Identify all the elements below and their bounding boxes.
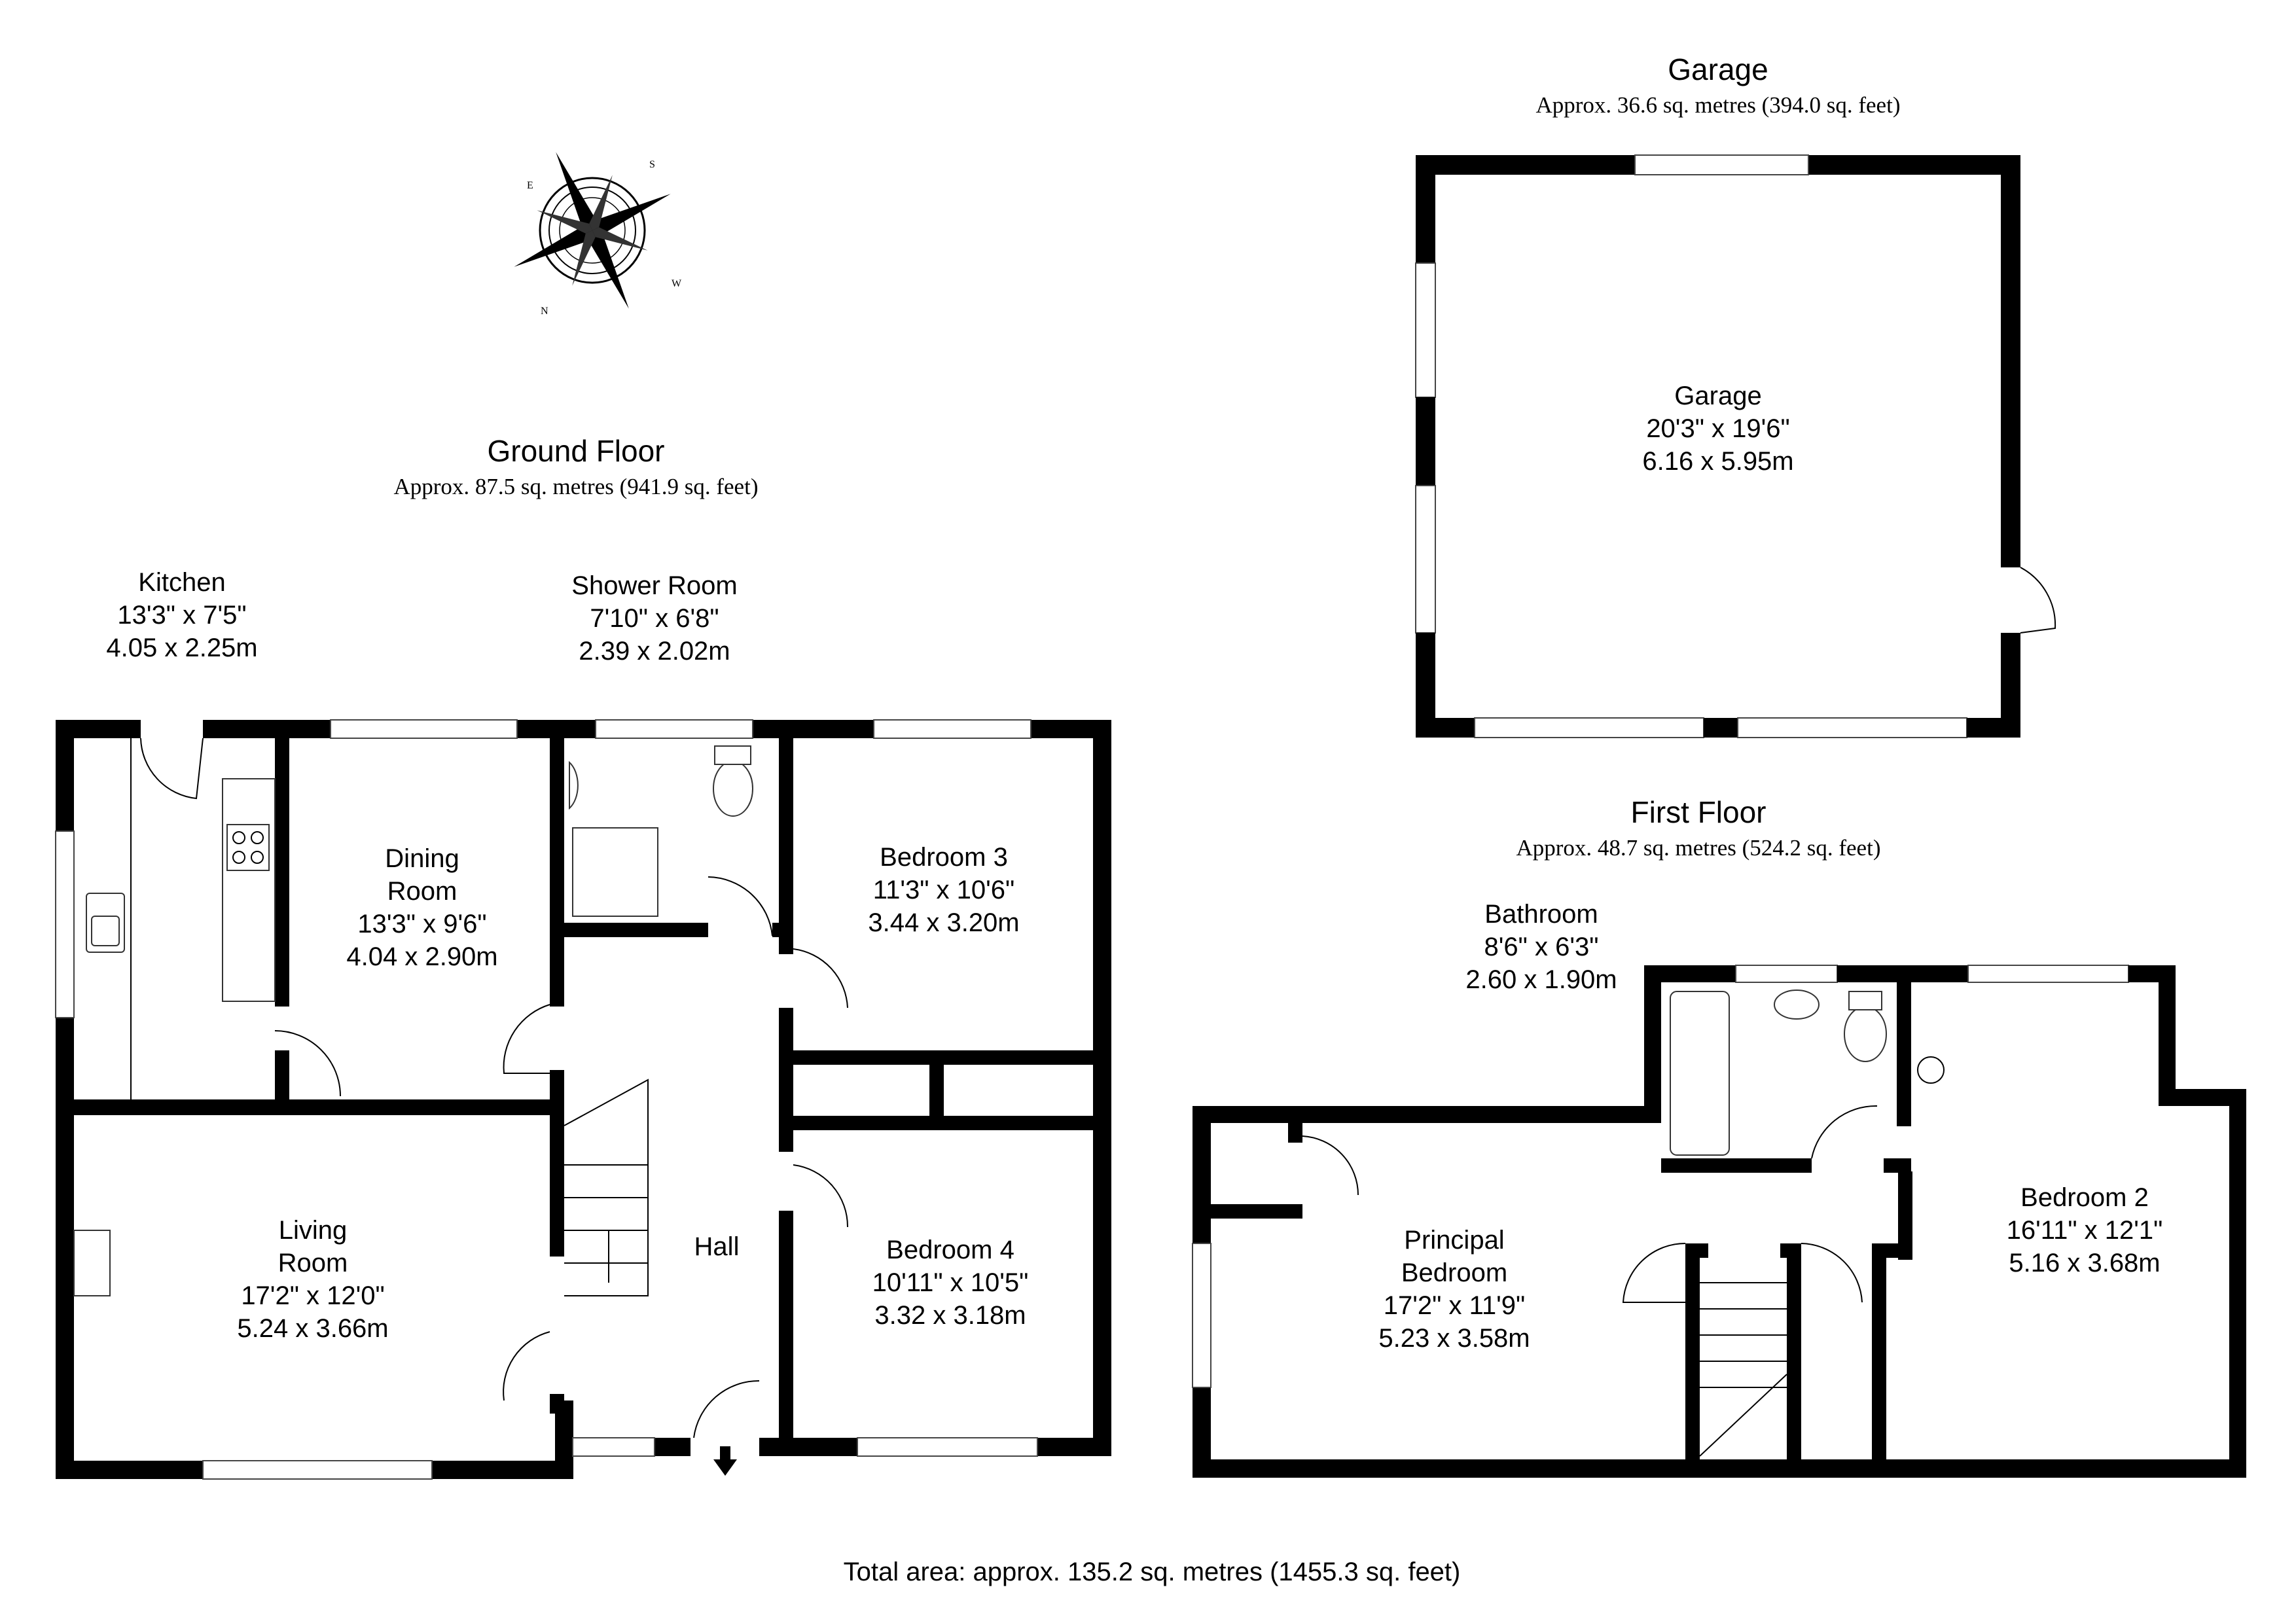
principal-bedroom-dims-metric: 5.23 x 3.58m xyxy=(1378,1324,1530,1353)
bathroom-dims-metric: 2.60 x 1.90m xyxy=(1465,965,1617,994)
bedroom-2-dims-imperial: 16'11" x 12'1" xyxy=(2007,1216,2163,1245)
garage-title: Garage xyxy=(1668,52,1768,86)
first-floor-header: First Floor Approx. 48.7 sq. metres (524… xyxy=(1516,795,1881,861)
kitchen-label: Kitchen xyxy=(138,568,225,597)
garage-dims-imperial: 20'3" x 19'6" xyxy=(1646,414,1789,443)
garage-plan xyxy=(1415,154,2056,738)
shower-room-dims-imperial: 7'10" x 6'8" xyxy=(590,604,719,633)
room-garage: Garage 20'3" x 19'6" 6.16 x 5.95m xyxy=(1642,382,1793,476)
living-room-dims-metric: 5.24 x 3.66m xyxy=(237,1314,388,1343)
room-bedroom-4: Bedroom 4 10'11" x 10'5" 3.32 x 3.18m xyxy=(872,1236,1029,1330)
principal-bedroom-label-2: Bedroom xyxy=(1401,1258,1507,1287)
room-principal-bedroom: Principal Bedroom 17'2" x 11'9" 5.23 x 3… xyxy=(1378,1226,1530,1353)
room-bedroom-2: Bedroom 2 16'11" x 12'1" 5.16 x 3.68m xyxy=(2007,1183,2163,1277)
garage-dims-metric: 6.16 x 5.95m xyxy=(1642,447,1793,476)
ground-floor-area: Approx. 87.5 sq. metres (941.9 sq. feet) xyxy=(394,474,759,499)
kitchen-dims-imperial: 13'3" x 7'5" xyxy=(117,601,246,630)
bedroom-4-dims-metric: 3.32 x 3.18m xyxy=(874,1301,1026,1330)
dining-room-dims-metric: 4.04 x 2.90m xyxy=(346,942,497,971)
hall-label: Hall xyxy=(694,1232,740,1261)
compass-letter-w: W xyxy=(672,278,682,289)
ground-floor-title: Ground Floor xyxy=(487,434,664,468)
ground-floor-plan xyxy=(55,719,1111,1480)
bedroom-4-dims-imperial: 10'11" x 10'5" xyxy=(872,1268,1029,1297)
bathroom-dims-imperial: 8'6" x 6'3" xyxy=(1484,933,1599,961)
bedroom-3-label: Bedroom 3 xyxy=(880,843,1008,872)
room-living-room: Living Room 17'2" x 12'0" 5.24 x 3.66m xyxy=(237,1216,388,1343)
ground-floor-header: Ground Floor Approx. 87.5 sq. metres (94… xyxy=(394,434,759,499)
room-hall: Hall xyxy=(694,1232,740,1261)
compass-letter-n: N xyxy=(541,306,548,317)
room-dining-room: Dining Room 13'3" x 9'6" 4.04 x 2.90m xyxy=(346,844,497,971)
first-floor-area: Approx. 48.7 sq. metres (524.2 sq. feet) xyxy=(1516,835,1881,861)
bedroom-2-dims-metric: 5.16 x 3.68m xyxy=(2009,1249,2160,1277)
principal-bedroom-label-1: Principal xyxy=(1404,1226,1504,1255)
compass-letter-e: E xyxy=(527,180,533,191)
shower-room-dims-metric: 2.39 x 2.02m xyxy=(579,637,730,666)
dining-room-label-2: Room xyxy=(387,877,457,906)
room-shower-room: Shower Room 7'10" x 6'8" 2.39 x 2.02m xyxy=(571,571,737,666)
bathroom-label: Bathroom xyxy=(1484,900,1598,929)
compass-rose-icon: S W N E xyxy=(514,152,682,317)
first-floor-plan xyxy=(1192,965,2246,1478)
living-room-dims-imperial: 17'2" x 12'0" xyxy=(241,1281,384,1310)
bedroom-2-label: Bedroom 2 xyxy=(2020,1183,2149,1212)
dining-room-label-1: Dining xyxy=(385,844,459,873)
dining-room-dims-imperial: 13'3" x 9'6" xyxy=(357,910,486,938)
room-kitchen: Kitchen 13'3" x 7'5" 4.05 x 2.25m xyxy=(106,568,257,662)
garage-header: Garage Approx. 36.6 sq. metres (394.0 sq… xyxy=(1536,52,1901,118)
bedroom-4-label: Bedroom 4 xyxy=(886,1236,1014,1264)
living-room-label-1: Living xyxy=(279,1216,348,1245)
room-bathroom: Bathroom 8'6" x 6'3" 2.60 x 1.90m xyxy=(1465,900,1617,994)
compass-letter-s: S xyxy=(649,159,655,170)
garage-area: Approx. 36.6 sq. metres (394.0 sq. feet) xyxy=(1536,92,1901,118)
kitchen-dims-metric: 4.05 x 2.25m xyxy=(106,633,257,662)
garage-label: Garage xyxy=(1674,382,1761,410)
living-room-label-2: Room xyxy=(278,1249,348,1277)
principal-bedroom-dims-imperial: 17'2" x 11'9" xyxy=(1384,1291,1525,1320)
total-area: Total area: approx. 135.2 sq. metres (14… xyxy=(844,1558,1461,1586)
room-bedroom-3: Bedroom 3 11'3" x 10'6" 3.44 x 3.20m xyxy=(868,843,1019,937)
bedroom-3-dims-imperial: 11'3" x 10'6" xyxy=(873,876,1014,904)
shower-room-label: Shower Room xyxy=(571,571,737,600)
first-floor-title: First Floor xyxy=(1631,795,1767,829)
bedroom-3-dims-metric: 3.44 x 3.20m xyxy=(868,908,1019,937)
